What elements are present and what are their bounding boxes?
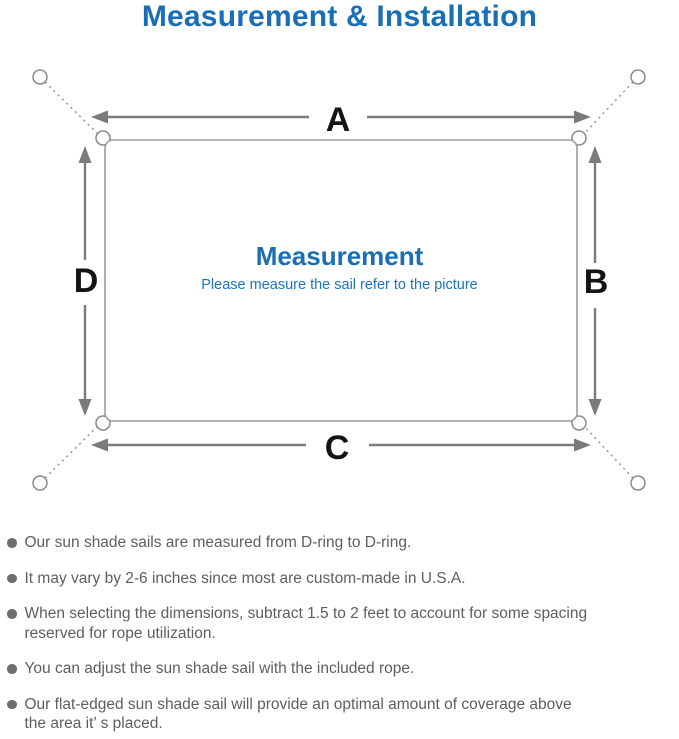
note-text: It may vary by 2-6 inches since most are…	[24, 569, 466, 587]
notes-list: Our sun shade sails are measured from D-…	[7, 533, 679, 739]
dimension-label-a: A	[326, 101, 351, 139]
sail-measurement-diagram: A B C	[0, 60, 679, 520]
dimension-arrow-c: C	[91, 429, 591, 467]
sail-outline	[104, 139, 578, 422]
arrow-d-bottom-head-icon	[78, 399, 92, 416]
d-ring-bottom-left-icon	[95, 415, 111, 431]
anchor-line-bottom-right	[581, 423, 634, 479]
note-text: Our sun shade sails are measured from D-…	[24, 534, 412, 551]
dimension-label-c: C	[325, 429, 350, 467]
d-ring-top-right-icon	[571, 130, 587, 146]
note-item: Our sun shade sails are measured from D-…	[7, 533, 679, 553]
anchor-rings	[32, 69, 646, 491]
bullet-icon	[7, 664, 17, 674]
note-item: It may vary by 2-6 inches since most are…	[7, 569, 679, 589]
anchor-ring-bottom-left-icon	[32, 475, 48, 491]
anchor-ring-top-right-icon	[630, 69, 646, 85]
bullet-icon	[7, 573, 17, 583]
arrow-c-right-head-icon	[574, 438, 591, 452]
arrow-d-top-head-icon	[78, 146, 92, 163]
arrow-b-top-head-icon	[588, 146, 602, 163]
arrow-a-left-head-icon	[91, 110, 108, 124]
dimension-arrow-d: D	[74, 146, 99, 416]
bullet-icon	[7, 699, 17, 709]
note-text: When selecting the dimensions, subtract …	[24, 605, 588, 642]
note-item: When selecting the dimensions, subtract …	[7, 604, 679, 643]
anchor-line-top-right	[581, 81, 634, 137]
dimension-arrow-b: B	[584, 146, 609, 416]
dimension-arrow-a: A	[91, 101, 591, 139]
diagram-canvas: A B C	[32, 69, 646, 491]
anchor-ring-bottom-right-icon	[630, 475, 646, 491]
anchor-lines	[44, 81, 634, 479]
bullet-icon	[7, 609, 17, 619]
arrow-a-right-head-icon	[574, 110, 591, 124]
note-item: You can adjust the sun shade sail with t…	[7, 659, 679, 679]
dimension-label-b: B	[584, 263, 609, 301]
anchor-ring-top-left-icon	[32, 69, 48, 85]
page-title: Measurement & Installation	[141, 0, 538, 33]
arrow-b-bottom-head-icon	[588, 399, 602, 416]
note-text: You can adjust the sun shade sail with t…	[24, 660, 415, 677]
anchor-line-top-left	[44, 81, 101, 137]
arrow-c-left-head-icon	[91, 438, 108, 452]
anchor-line-bottom-left	[44, 423, 101, 479]
d-ring-bottom-right-icon	[571, 415, 587, 431]
dimension-label-d: D	[74, 262, 99, 300]
d-ring-top-left-icon	[95, 130, 111, 146]
corner-d-rings	[95, 130, 587, 431]
bullet-icon	[7, 538, 17, 548]
note-text: Our flat-edged sun shade sail will provi…	[24, 695, 572, 733]
note-item: Our flat-edged sun shade sail will provi…	[7, 695, 679, 734]
